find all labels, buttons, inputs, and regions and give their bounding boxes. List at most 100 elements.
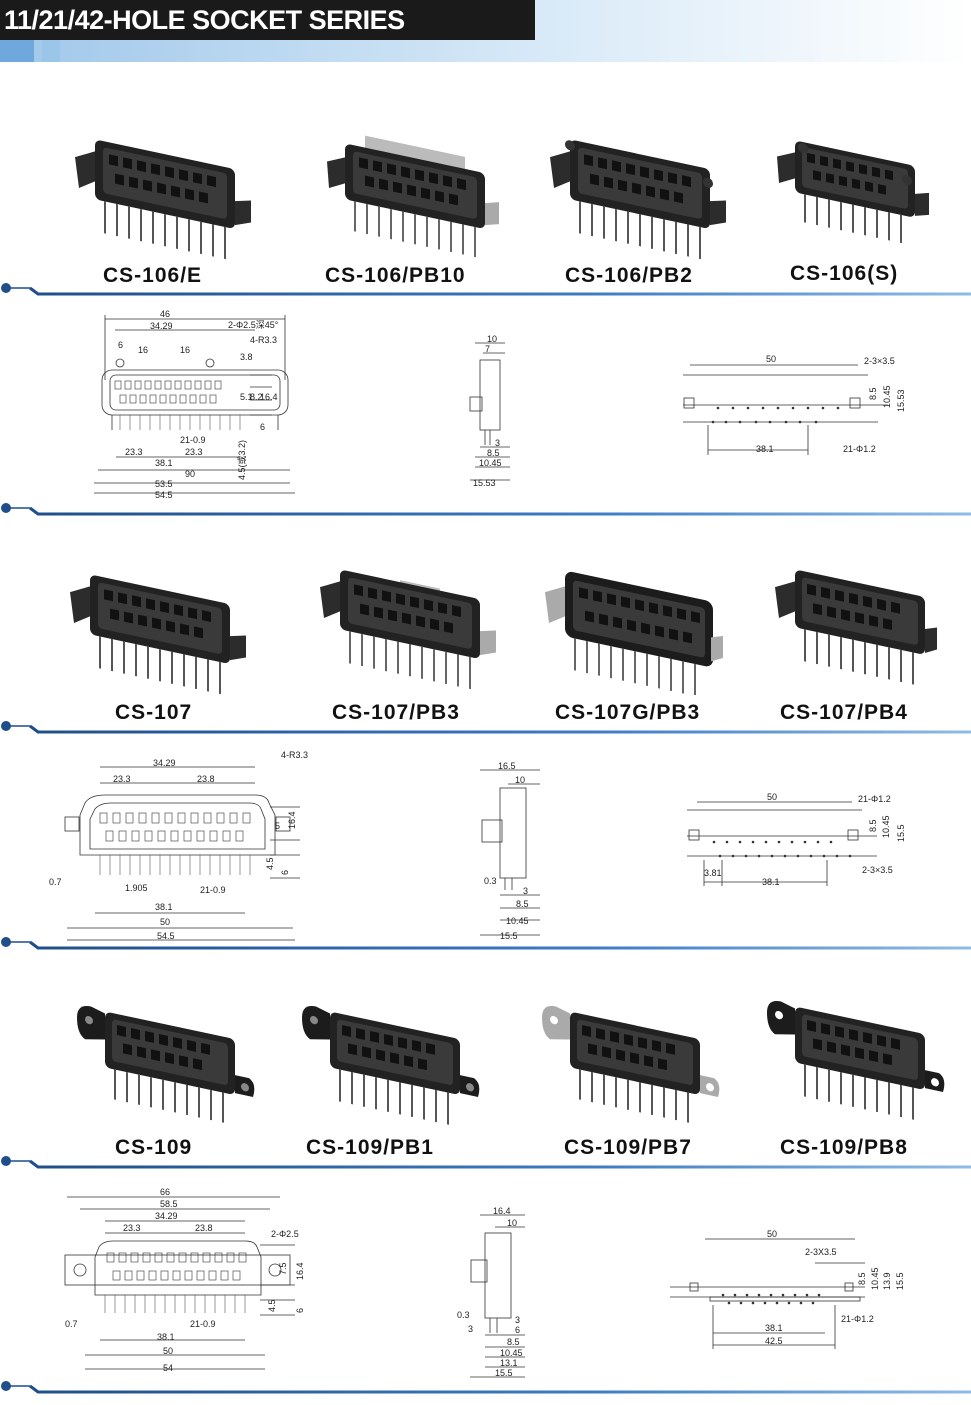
dim-label: 23.8 bbox=[195, 1223, 213, 1233]
dim-label: 10.45 bbox=[500, 1348, 523, 1358]
dim-label: 6 bbox=[295, 1308, 305, 1313]
dim-label: 2-3X3.5 bbox=[805, 1247, 837, 1257]
dim-label: 50 bbox=[767, 792, 777, 802]
section-divider bbox=[1, 503, 971, 516]
dim-label: 0.3 bbox=[457, 1310, 470, 1320]
product-label: CS-106(S) bbox=[790, 262, 899, 285]
dim-label: 15.5 bbox=[500, 931, 518, 941]
dim-label: 16.4 bbox=[260, 392, 278, 402]
dim-label: 7 bbox=[485, 344, 490, 354]
side-view-drawing: 10 7 3 8.5 10.45 15.53 bbox=[469, 335, 510, 488]
dim-label: 53.5 bbox=[155, 479, 173, 489]
front-view-drawing: 34.29 4-R3.3 23.3 23.8 5 16.4 4.5 6 0.7 … bbox=[49, 750, 308, 941]
dim-label: 0.7 bbox=[49, 877, 62, 887]
dim-label: 16.5 bbox=[498, 761, 516, 771]
dim-label: 3 bbox=[515, 1315, 520, 1325]
dim-label: 10.45 bbox=[882, 385, 892, 408]
product-label: CS-107/PB4 bbox=[780, 701, 908, 724]
dim-label: 5.1 bbox=[240, 392, 253, 402]
header-accent-block bbox=[42, 40, 60, 62]
dim-label: 34.29 bbox=[153, 758, 176, 768]
dim-label: 1.905 bbox=[125, 883, 148, 893]
dim-label: 50 bbox=[160, 917, 170, 927]
product-label: CS-106/PB2 bbox=[565, 264, 693, 287]
dim-label: 23.8 bbox=[197, 774, 215, 784]
dim-label: 8.5 bbox=[507, 1337, 520, 1347]
dim-label: 50 bbox=[766, 354, 776, 364]
dim-label: 10.45 bbox=[479, 458, 502, 468]
dim-label: 23.3 bbox=[125, 447, 143, 457]
front-view-drawing: 46 34.29 2-Φ2.5深45° 4-R3.3 6 16 16 3.8 5… bbox=[94, 309, 295, 500]
dim-label: 2-3×3.5 bbox=[864, 356, 895, 366]
side-view-drawing: 16.4 10 0.3 3 3 6 8.5 10.45 13.1 15.5 bbox=[457, 1206, 525, 1378]
dim-label: 50 bbox=[163, 1346, 173, 1356]
product-image-cs-106-e bbox=[75, 140, 251, 260]
dim-label: 15.53 bbox=[473, 478, 496, 488]
dim-label: 21-0.9 bbox=[190, 1319, 216, 1329]
dim-label: 13.1 bbox=[500, 1358, 518, 1368]
dim-label: 8.5 bbox=[868, 387, 878, 400]
dim-label: 4.5(或3.2) bbox=[236, 440, 247, 480]
product-label: CS-107/PB3 bbox=[332, 701, 460, 724]
dim-label: 54.5 bbox=[155, 490, 173, 500]
product-label: CS-109/PB7 bbox=[564, 1136, 692, 1159]
dim-label: 4.5 bbox=[265, 857, 275, 870]
product-image-cs-109-pb1 bbox=[302, 1006, 480, 1125]
page-title: 11/21/42-HOLE SOCKET SERIES bbox=[0, 0, 535, 40]
dim-label: 6 bbox=[260, 422, 265, 432]
bottom-view-drawing: 50 21-Φ1.2 8.5 10.45 15.5 3.81 38.1 2-3×… bbox=[687, 792, 906, 887]
dim-label: 3 bbox=[495, 438, 500, 448]
product-label: CS-107G/PB3 bbox=[555, 701, 701, 724]
section-divider bbox=[1, 1156, 971, 1169]
dim-label: 8.2 bbox=[250, 392, 263, 402]
product-label: CS-109/PB1 bbox=[306, 1136, 434, 1159]
dim-label: 6 bbox=[118, 340, 123, 350]
dim-label: 10 bbox=[515, 775, 525, 785]
product-image-cs-107-pb4 bbox=[775, 570, 937, 685]
dim-label: 4-R3.3 bbox=[281, 750, 308, 760]
product-label: CS-106/E bbox=[103, 264, 203, 287]
dim-label: 7.5 bbox=[278, 1262, 288, 1275]
product-image-cs-109 bbox=[77, 1006, 255, 1123]
dim-label: 16 bbox=[138, 345, 148, 355]
dim-label: 4-R3.3 bbox=[250, 335, 277, 345]
dim-label: 46 bbox=[160, 309, 170, 319]
dim-label: 34.29 bbox=[155, 1211, 178, 1221]
dim-label: 50 bbox=[767, 1229, 777, 1239]
dim-label: 8.5 bbox=[868, 819, 878, 832]
bottom-view-drawing: 50 2-3X3.5 8.5 10.45 13.9 15.5 38.1 42.5… bbox=[670, 1229, 905, 1349]
dim-label: 0.7 bbox=[65, 1319, 78, 1329]
dim-label: 90 bbox=[185, 469, 195, 479]
product-image-cs-107g-pb3 bbox=[545, 571, 723, 695]
product-image-cs-109-pb8 bbox=[767, 1001, 945, 1120]
product-image-cs-107-pb3 bbox=[320, 570, 496, 690]
dim-label: 21-Φ1.2 bbox=[843, 444, 876, 454]
dim-label: 10.45 bbox=[870, 1267, 880, 1290]
dim-label: 38.1 bbox=[155, 902, 173, 912]
dim-label: 10 bbox=[507, 1218, 517, 1228]
bottom-view-drawing: 50 2-3×3.5 8.5 10.45 15.53 38.1 21-Φ1.2 bbox=[683, 354, 906, 455]
dim-label: 6 bbox=[280, 870, 290, 875]
dim-label: 21-Φ1.2 bbox=[858, 794, 891, 804]
side-view-drawing: 16.5 10 0.3 3 8.5 10.45 15.5 bbox=[480, 761, 540, 941]
dim-label: 38.1 bbox=[157, 1332, 175, 1342]
dim-label: 2-3×3.5 bbox=[862, 865, 893, 875]
dim-label: 38.1 bbox=[155, 458, 173, 468]
product-label: CS-109 bbox=[115, 1136, 193, 1159]
product-image-cs-106-s bbox=[777, 141, 929, 244]
dim-label: 38.1 bbox=[756, 444, 774, 454]
dim-label: 10.45 bbox=[881, 815, 891, 838]
dim-label: 42.5 bbox=[765, 1336, 783, 1346]
product-label: CS-107 bbox=[115, 701, 193, 724]
dim-label: 38.1 bbox=[765, 1323, 783, 1333]
product-image-cs-106-pb10 bbox=[327, 135, 499, 258]
product-image-cs-109-pb7 bbox=[542, 1006, 720, 1123]
dim-label: 8.5 bbox=[487, 448, 500, 458]
product-label: CS-106/PB10 bbox=[325, 264, 466, 287]
dim-label: 5 bbox=[275, 821, 280, 831]
dim-label: 54 bbox=[163, 1363, 173, 1373]
dim-label: 4.5 bbox=[267, 1299, 277, 1312]
dim-label: 0.3 bbox=[484, 876, 497, 886]
product-image-cs-106-pb2 bbox=[550, 140, 726, 260]
section-divider bbox=[1, 937, 971, 950]
